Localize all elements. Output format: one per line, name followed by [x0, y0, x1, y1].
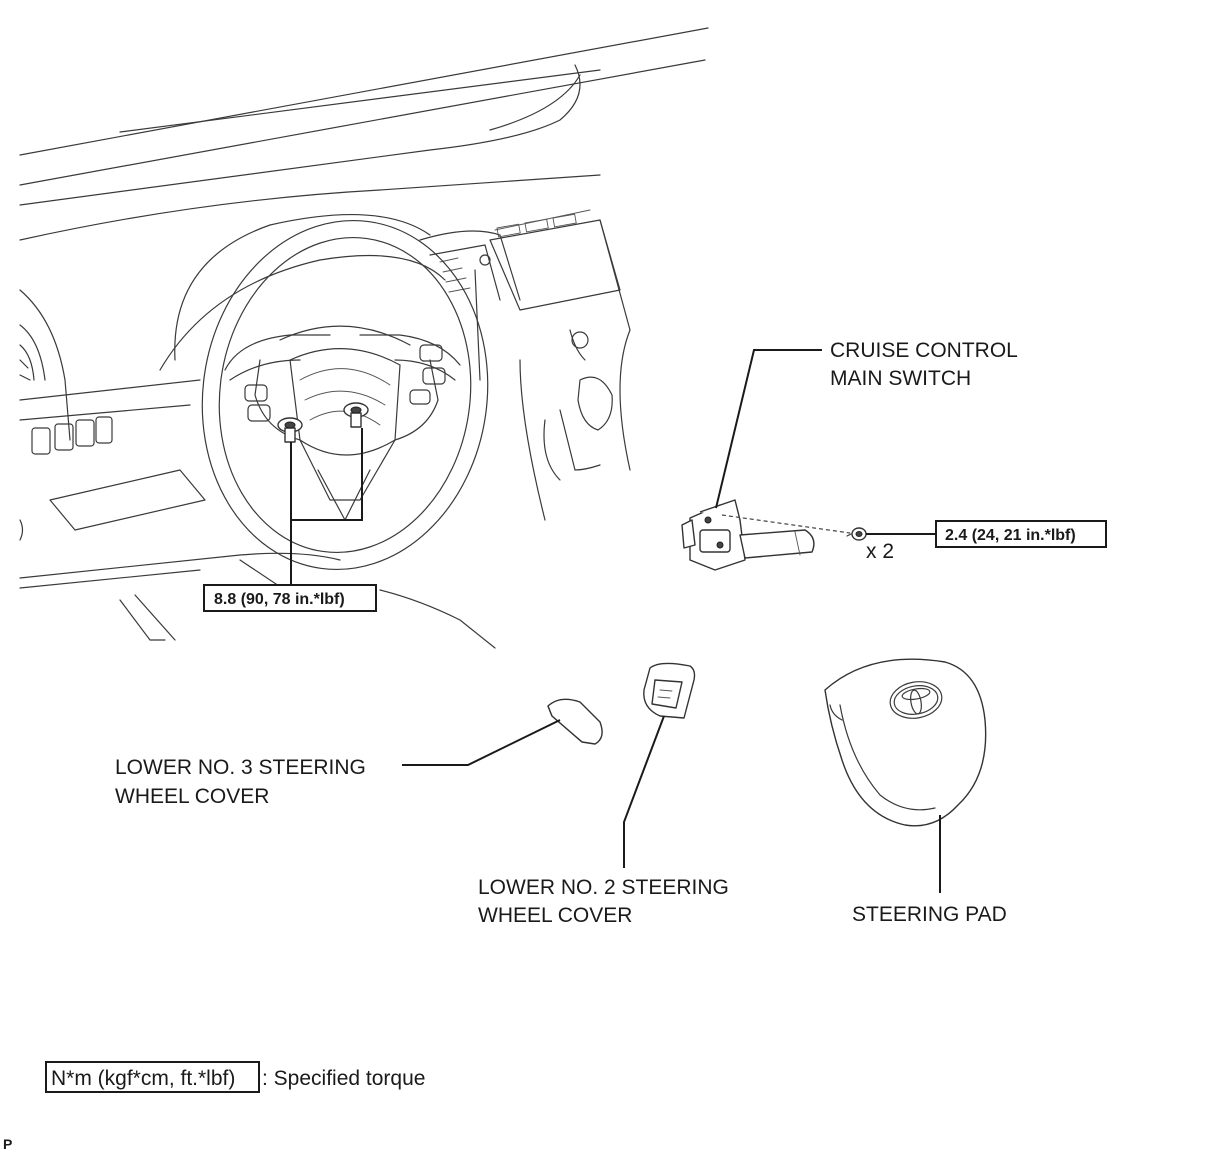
- lower-no2-cover-label-line1: LOWER NO. 2 STEERING: [478, 876, 729, 899]
- lower-no3-cover-leader: [402, 719, 561, 766]
- lower-no3-cover-label-line1: LOWER NO. 3 STEERING: [115, 756, 366, 779]
- switch-screw-dashed-line: [721, 514, 851, 534]
- steering-pad-drawing: [824, 658, 987, 827]
- wheel-torque-box: 8.8 (90, 78 in.*lbf): [203, 584, 377, 612]
- lower-no3-cover-drawing: [547, 698, 603, 745]
- wheel-screw-left: [277, 417, 303, 443]
- wheel-screw-right: [343, 402, 369, 428]
- legend: N*m (kgf*cm, ft.*lbf) : Specified torque: [45, 1061, 425, 1093]
- toyota-emblem-icon: [889, 681, 943, 719]
- cruise-switch-label-line1: CRUISE CONTROL: [830, 339, 1018, 362]
- switch-screw: [846, 527, 867, 541]
- steering-pad-label: STEERING PAD: [852, 903, 1007, 926]
- lower-no2-cover-leader: [623, 715, 665, 868]
- corner-mark: P: [3, 1136, 12, 1152]
- cruise-switch-label-line2: MAIN SWITCH: [830, 367, 971, 390]
- cruise-control-switch-drawing: [681, 499, 815, 571]
- wheel-torque-value: 8.8 (90, 78 in.*lbf): [214, 591, 345, 608]
- cruise-switch-leader: [715, 349, 822, 509]
- switch-torque-value: 2.4 (24, 21 in.*lbf): [945, 527, 1076, 544]
- wheel-torque-leader: [290, 428, 363, 585]
- lower-no2-cover-label-line2: WHEEL COVER: [478, 904, 632, 927]
- legend-unit-box: N*m (kgf*cm, ft.*lbf): [51, 1067, 235, 1090]
- screw-quantity: x 2: [866, 540, 894, 563]
- legend-description: : Specified torque: [262, 1067, 425, 1090]
- lower-no3-cover-label-line2: WHEEL COVER: [115, 785, 269, 808]
- dashboard-line-art: [19, 27, 709, 649]
- switch-torque-box: 2.4 (24, 21 in.*lbf): [935, 520, 1107, 548]
- lower-no2-cover-drawing: [643, 662, 696, 719]
